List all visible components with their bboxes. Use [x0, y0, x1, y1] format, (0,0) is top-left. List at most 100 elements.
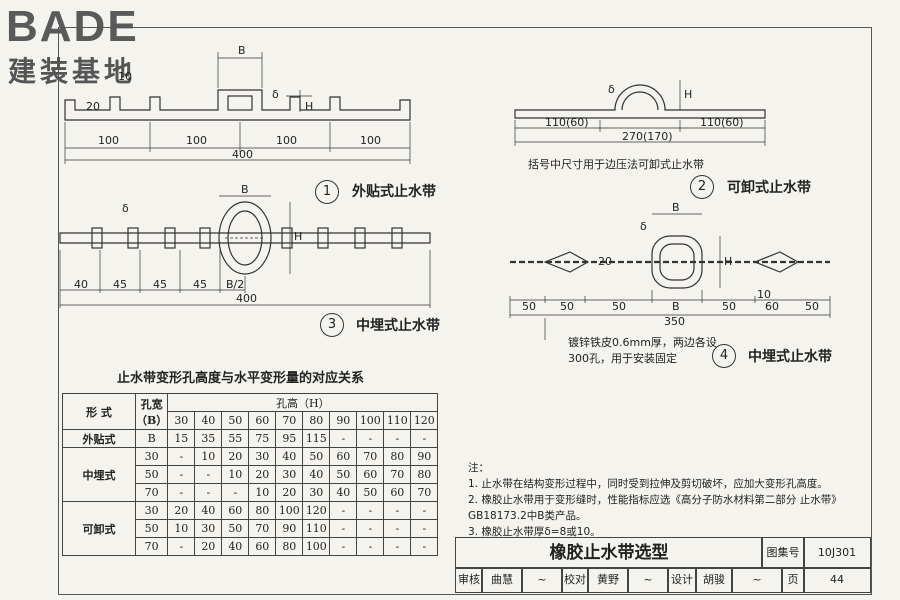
table-cell: 95 [275, 429, 304, 448]
fig2-delta-label: δ [608, 83, 615, 96]
table-cell: 80 [383, 447, 412, 466]
table-cell: 110 [302, 519, 331, 538]
fig4-twenty-label: 20 [598, 255, 612, 268]
table-cell: 40 [302, 465, 331, 484]
table-cell: 15 [167, 429, 196, 448]
table-cell: - [194, 465, 223, 484]
row-group-name: 中埋式 [62, 447, 136, 502]
fig1-ten-label: 10 [118, 70, 132, 83]
fig3-number: 3 [320, 313, 344, 337]
height-col-header: 60 [248, 411, 277, 430]
page-label: 页 [781, 567, 805, 593]
fig2-h-label: H [684, 88, 693, 101]
design-label: 设计 [667, 567, 697, 593]
row-width: 70 [134, 537, 169, 556]
fig4-total: 350 [664, 315, 685, 328]
atlas-label: 图集号 [761, 537, 805, 569]
fig1-total: 400 [232, 148, 253, 161]
fig4-ten-label: 10 [757, 288, 771, 301]
atlas-number: 10J301 [803, 537, 871, 569]
designer-signature: ~ [731, 567, 783, 593]
fig4-b1: 50 [560, 300, 574, 313]
table-cell: 40 [329, 483, 358, 502]
height-col-header: 90 [329, 411, 358, 430]
review-label: 审核 [455, 567, 483, 593]
table-cell: - [383, 519, 412, 538]
fig2-profile [514, 84, 766, 119]
note-1: 1. 止水带在结构变形过程中，同时受到拉伸及剪切破坏，应加大变形孔高度。 [468, 478, 828, 490]
fig4-number: 4 [712, 344, 736, 368]
fig3-delta-label: δ [122, 202, 129, 215]
reviewer-name: 曲慧 [481, 567, 523, 593]
table-cell: 30 [302, 483, 331, 502]
table-cell: - [221, 483, 250, 502]
fig3-h-label: H [294, 230, 303, 243]
table-cell: - [356, 501, 385, 520]
height-col-header: 40 [194, 411, 223, 430]
table-cell: - [167, 537, 196, 556]
fig2-total: 270(170) [622, 130, 673, 143]
table-cell: 60 [221, 501, 250, 520]
table-cell: 80 [275, 537, 304, 556]
table-cell: 55 [221, 429, 250, 448]
fig4-h-label: H [724, 255, 733, 268]
fig4-profile [510, 235, 830, 289]
table-cell: - [410, 537, 439, 556]
row-width: B [134, 429, 169, 448]
header-form: 形 式 [62, 393, 136, 430]
drawing-frame [58, 27, 872, 595]
height-col-header: 80 [302, 411, 331, 430]
fig3-d4: 45 [193, 278, 207, 291]
fig1-seg4: 100 [360, 134, 381, 147]
fig2-right: 110(60) [700, 116, 744, 129]
table-title: 止水带变形孔高度与水平变形量的对应关系 [117, 371, 365, 386]
table-cell: 35 [194, 429, 223, 448]
header-width-sub: （B） [136, 413, 168, 427]
table-cell: 100 [302, 537, 331, 556]
fig2-note: 括号中尺寸用于边压法可卸式止水带 [528, 158, 704, 171]
fig1-b-label: B [238, 44, 246, 57]
fig4-g: 50 [805, 300, 819, 313]
page-number: 44 [803, 567, 871, 593]
drawing-title: 橡胶止水带选型 [455, 537, 763, 569]
fig2-dims [514, 80, 766, 146]
header-width: 孔宽 （B） [134, 393, 169, 430]
table-cell: 90 [410, 447, 439, 466]
row-group-name: 可卸式 [62, 501, 136, 556]
row-width: 30 [134, 447, 169, 466]
row-width: 50 [134, 519, 169, 538]
fig4-b-label: B [672, 201, 680, 214]
check-label: 校对 [561, 567, 589, 593]
reviewer-signature: ~ [521, 567, 563, 593]
fig4-title: 中埋式止水带 [748, 349, 832, 365]
table-cell: 50 [356, 483, 385, 502]
table-cell: 100 [275, 501, 304, 520]
table-cell: 60 [383, 483, 412, 502]
fig3-title: 中埋式止水带 [356, 318, 440, 334]
header-width-label: 孔宽 [140, 397, 163, 411]
table-cell: - [410, 429, 439, 448]
table-cell: - [383, 537, 412, 556]
note-2a: 2. 橡胶止水带用于变形缝时，性能指标应选《高分子防水材料第二部分 止水带》 [468, 494, 842, 506]
table-cell: 30 [275, 465, 304, 484]
designer-name: 胡骏 [695, 567, 733, 593]
fig1-h-label: H [305, 100, 314, 113]
table-cell: - [194, 483, 223, 502]
table-cell: 60 [248, 537, 277, 556]
note-3: 3. 橡胶止水带厚δ=8或10。 [468, 526, 601, 538]
table-cell: - [329, 519, 358, 538]
table-cell: 30 [194, 519, 223, 538]
table-cell: - [410, 519, 439, 538]
title-block: 橡胶止水带选型 图集号 10J301 审核 曲慧 ~ 校对 黄野 ~ 设计 胡骏… [455, 537, 871, 593]
fig4-e: 50 [722, 300, 736, 313]
table-cell: 70 [248, 519, 277, 538]
fig2-title: 可卸式止水带 [727, 180, 811, 196]
height-col-header: 50 [221, 411, 250, 430]
fig1-delta-label: δ [272, 88, 279, 101]
fig3-b-label: B [241, 183, 249, 196]
table-cell: 80 [248, 501, 277, 520]
